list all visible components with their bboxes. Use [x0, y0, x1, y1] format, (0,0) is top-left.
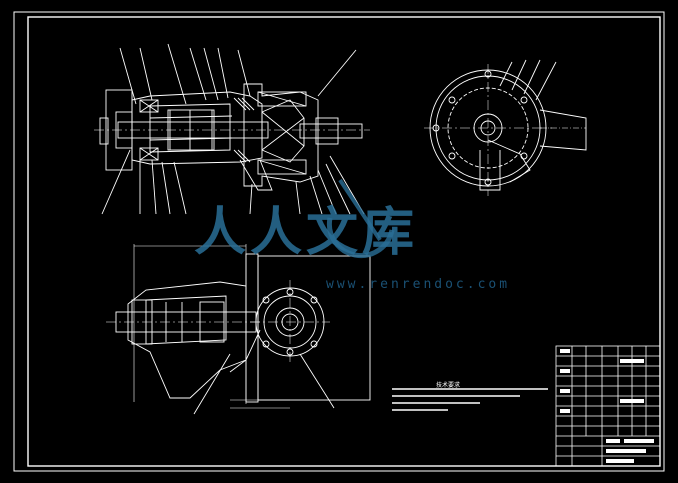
- title-block: [555, 345, 661, 467]
- bottom-section-view: [106, 244, 371, 415]
- front-section-view: [94, 43, 370, 215]
- inner-frame: [27, 16, 661, 467]
- technical-notes-title: 技术要求: [436, 382, 461, 389]
- technical-notes-lines: [392, 388, 548, 411]
- side-view: [424, 59, 587, 196]
- watermark-url: www.renrendoc.com: [326, 277, 511, 292]
- watermark-logo: [326, 178, 395, 259]
- watermark-brand: 人人文库: [194, 203, 419, 263]
- outer-frame: [13, 11, 665, 472]
